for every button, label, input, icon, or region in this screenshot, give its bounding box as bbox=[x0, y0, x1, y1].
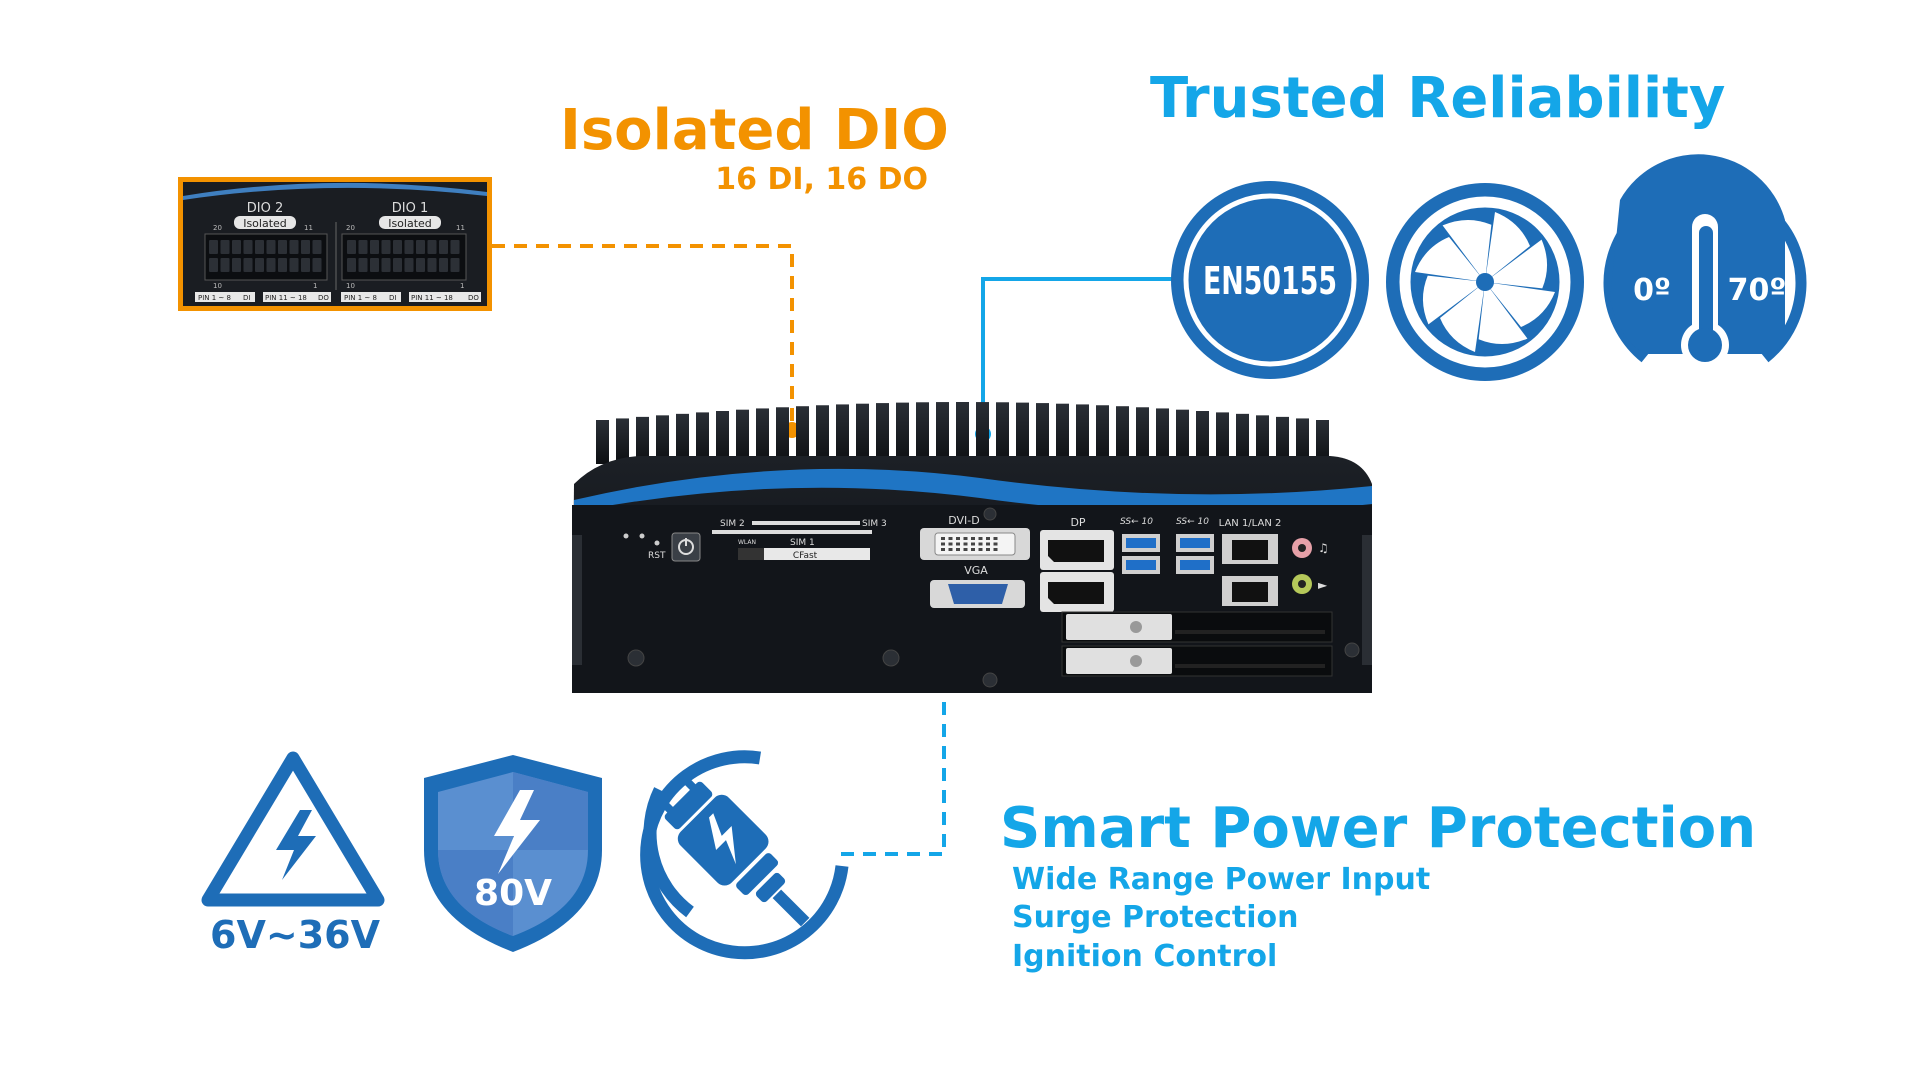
svg-text:►: ► bbox=[1318, 578, 1328, 592]
svg-text:1: 1 bbox=[460, 282, 464, 290]
dio2-label: DIO 2 bbox=[247, 201, 283, 216]
voltage-warning-icon: 6V~36V bbox=[201, 751, 385, 957]
svg-text:♫: ♫ bbox=[1318, 541, 1329, 555]
svg-text:SIM 2: SIM 2 bbox=[720, 519, 745, 529]
power-feature-item: Wide Range Power Input bbox=[1012, 862, 1431, 897]
svg-text:1: 1 bbox=[313, 282, 317, 290]
svg-text:10: 10 bbox=[213, 282, 222, 290]
dio1-connector: DIO 1 Isolated 20 11 10 1 PIN 1 ~ 8 DI P… bbox=[341, 201, 481, 302]
svg-text:SS← 10: SS← 10 bbox=[1120, 517, 1153, 527]
svg-text:SS← 10: SS← 10 bbox=[1176, 517, 1209, 527]
svg-text:11: 11 bbox=[304, 224, 313, 232]
svg-text:DI: DI bbox=[243, 294, 250, 302]
surge-voltage-label: 80V bbox=[474, 873, 552, 914]
dio2-connector: DIO 2 Isolated 20 11 10 1 PIN 1 ~ 8 DI P… bbox=[195, 201, 331, 302]
voltage-range-label: 6V~36V bbox=[210, 913, 381, 957]
svg-text:70º: 70º bbox=[1728, 273, 1787, 308]
power-feature-item: Surge Protection bbox=[1012, 900, 1299, 935]
dvi-port[interactable]: DVI-D bbox=[920, 514, 1030, 560]
plug-icon bbox=[640, 750, 849, 960]
displayport-ports[interactable]: DP bbox=[1040, 516, 1114, 612]
svg-text:CFast: CFast bbox=[793, 551, 818, 561]
audio-jacks[interactable]: ♫ ► bbox=[1292, 538, 1329, 594]
svg-text:PIN 1 ~ 8: PIN 1 ~ 8 bbox=[344, 294, 377, 302]
fan-icon bbox=[1386, 183, 1584, 381]
svg-text:10: 10 bbox=[346, 282, 355, 290]
svg-text:EN50155: EN50155 bbox=[1203, 259, 1337, 303]
dio2-badge: Isolated bbox=[243, 217, 287, 230]
isolated-dio-subtitle: 16 DI, 16 DO bbox=[715, 162, 928, 197]
power-feature-item: Ignition Control bbox=[1012, 939, 1278, 974]
svg-text:DP: DP bbox=[1070, 516, 1085, 529]
svg-text:PIN 1 ~ 8: PIN 1 ~ 8 bbox=[198, 294, 231, 302]
heatsink-fins bbox=[596, 402, 1329, 464]
svg-text:0º: 0º bbox=[1633, 273, 1671, 308]
vga-port[interactable]: VGA bbox=[930, 564, 1025, 608]
svg-text:LAN 1/LAN 2: LAN 1/LAN 2 bbox=[1219, 518, 1282, 529]
svg-text:PIN 11 ~ 18: PIN 11 ~ 18 bbox=[411, 294, 453, 302]
svg-text:11: 11 bbox=[456, 224, 465, 232]
surge-shield-icon: 80V bbox=[424, 755, 602, 952]
svg-text:PIN 11 ~ 18: PIN 11 ~ 18 bbox=[265, 294, 307, 302]
svg-text:20: 20 bbox=[346, 224, 355, 232]
dio-leader-line bbox=[492, 244, 800, 438]
thermometer-icon: 0º 70º bbox=[1603, 154, 1807, 369]
lan-ports[interactable]: LAN 1/LAN 2 bbox=[1219, 518, 1282, 606]
power-button[interactable] bbox=[671, 532, 701, 562]
svg-text:DO: DO bbox=[468, 294, 479, 302]
dio-connector-image: DIO 2 Isolated 20 11 10 1 PIN 1 ~ 8 DI P… bbox=[178, 177, 492, 311]
svg-text:DVI-D: DVI-D bbox=[948, 514, 980, 527]
drive-bays[interactable] bbox=[1061, 611, 1333, 677]
svg-text:20: 20 bbox=[213, 224, 222, 232]
en50155-icon: EN50155 bbox=[1171, 181, 1369, 379]
embedded-pc-device: RST SIM 2 SIM 3 SIM 1 WLAN CFast DVI-D V… bbox=[572, 402, 1372, 693]
svg-text:SIM 3: SIM 3 bbox=[862, 519, 887, 529]
svg-text:DO: DO bbox=[318, 294, 329, 302]
svg-text:WLAN: WLAN bbox=[738, 539, 756, 546]
dio1-label: DIO 1 bbox=[392, 201, 428, 216]
rst-label: RST bbox=[648, 551, 666, 561]
sim-cfast-panel: SIM 2 SIM 3 SIM 1 WLAN CFast bbox=[712, 519, 887, 561]
dio1-badge: Isolated bbox=[388, 217, 432, 230]
smart-power-protection-title: Smart Power Protection bbox=[1000, 796, 1757, 861]
svg-text:VGA: VGA bbox=[964, 564, 988, 577]
svg-text:SIM 1: SIM 1 bbox=[790, 538, 815, 548]
svg-text:DI: DI bbox=[389, 294, 396, 302]
isolated-dio-title: Isolated DIO bbox=[560, 98, 949, 163]
usb-ports[interactable]: SS← 10 SS← 10 bbox=[1120, 517, 1214, 574]
trusted-reliability-title: Trusted Reliability bbox=[1150, 66, 1726, 131]
